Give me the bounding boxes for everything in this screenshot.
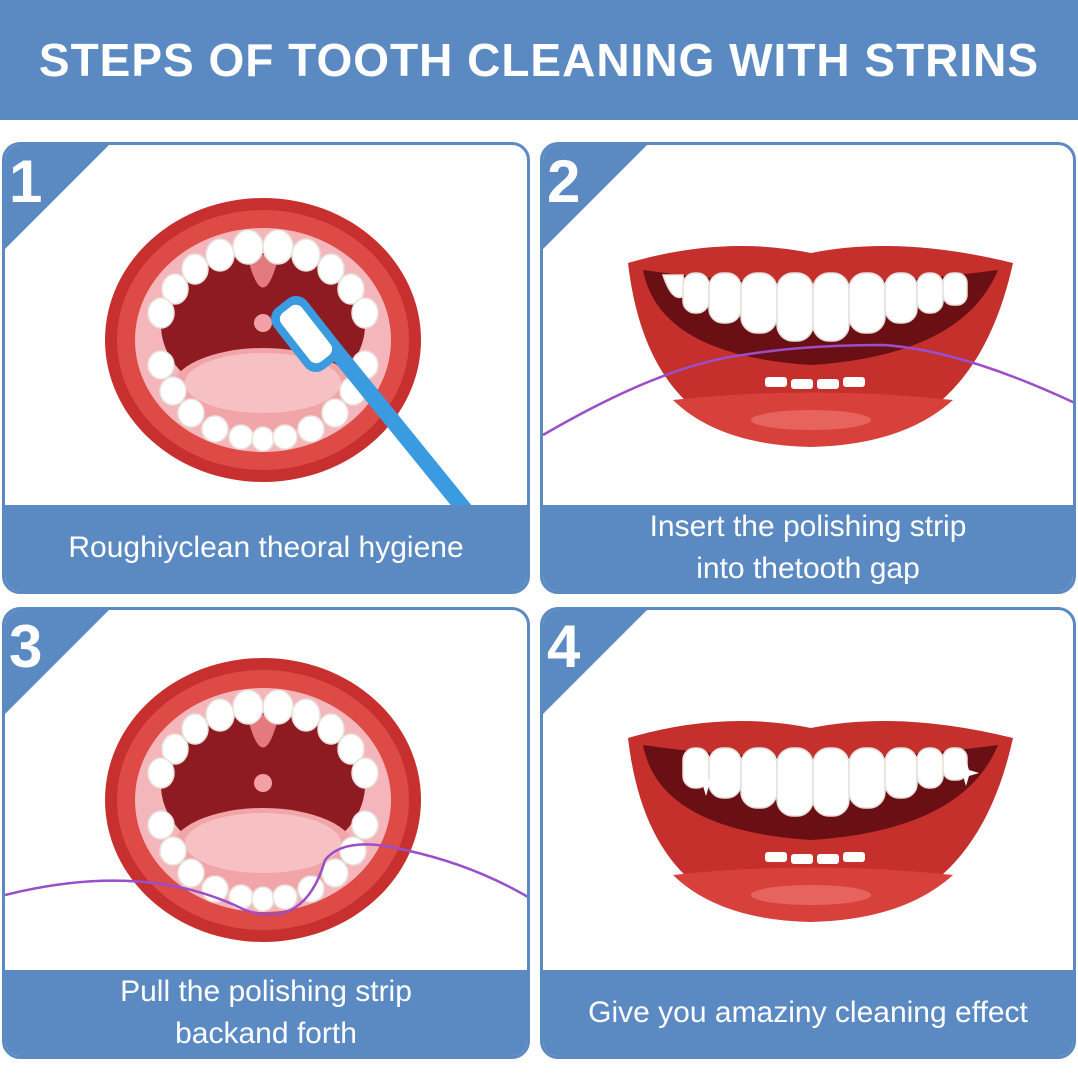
step-2-panel: 2 Insert the polishing strip into thetoo… (540, 142, 1076, 594)
open-mouth-with-toothbrush-illustration (105, 198, 473, 515)
step-3-panel: 3 Pull the polishing strip backand forth (2, 607, 530, 1059)
step-caption: Give you amaziny cleaning effect (543, 970, 1073, 1056)
step-caption: Pull the polishing strip backand forth (5, 970, 527, 1056)
caption-line: Pull the polishing strip (120, 975, 412, 1008)
clean-smile-illustration (628, 720, 1013, 922)
caption-line: Insert the polishing strip (649, 510, 967, 543)
caption-line: into thetooth gap (696, 552, 920, 585)
page-title: STEPS OF TOOTH CLEANING WITH STRINS (38, 34, 1040, 86)
step-caption: Insert the polishing strip into thetooth… (543, 505, 1073, 591)
step-badge (543, 145, 647, 249)
sparkle-icon (693, 760, 979, 796)
caption-line: Roughiyclean theoral hygiene (68, 531, 464, 564)
toothbrush-icon (271, 295, 473, 515)
floss-icon (543, 343, 1073, 437)
step-4-panel: 4 Give you amaziny cleaning effect (540, 607, 1076, 1059)
step-badge (5, 610, 109, 714)
open-mouth-with-floss-illustration (5, 658, 527, 942)
caption-line: Give you amaziny cleaning effect (588, 996, 1028, 1029)
step-number: 3 (9, 613, 43, 680)
step-number: 4 (547, 613, 581, 680)
step-number: 1 (9, 148, 43, 215)
floss-icon (5, 843, 527, 916)
caption-line: backand forth (175, 1017, 357, 1050)
step-1-panel: 1 Roughiyclean theoral hygiene (2, 142, 530, 594)
step-badge (5, 145, 109, 249)
step-badge (543, 610, 647, 714)
header-banner: STEPS OF TOOTH CLEANING WITH STRINS (0, 0, 1078, 120)
smile-with-floss-illustration (543, 245, 1073, 447)
step-number: 2 (547, 148, 581, 215)
step-caption: Roughiyclean theoral hygiene (5, 505, 527, 591)
